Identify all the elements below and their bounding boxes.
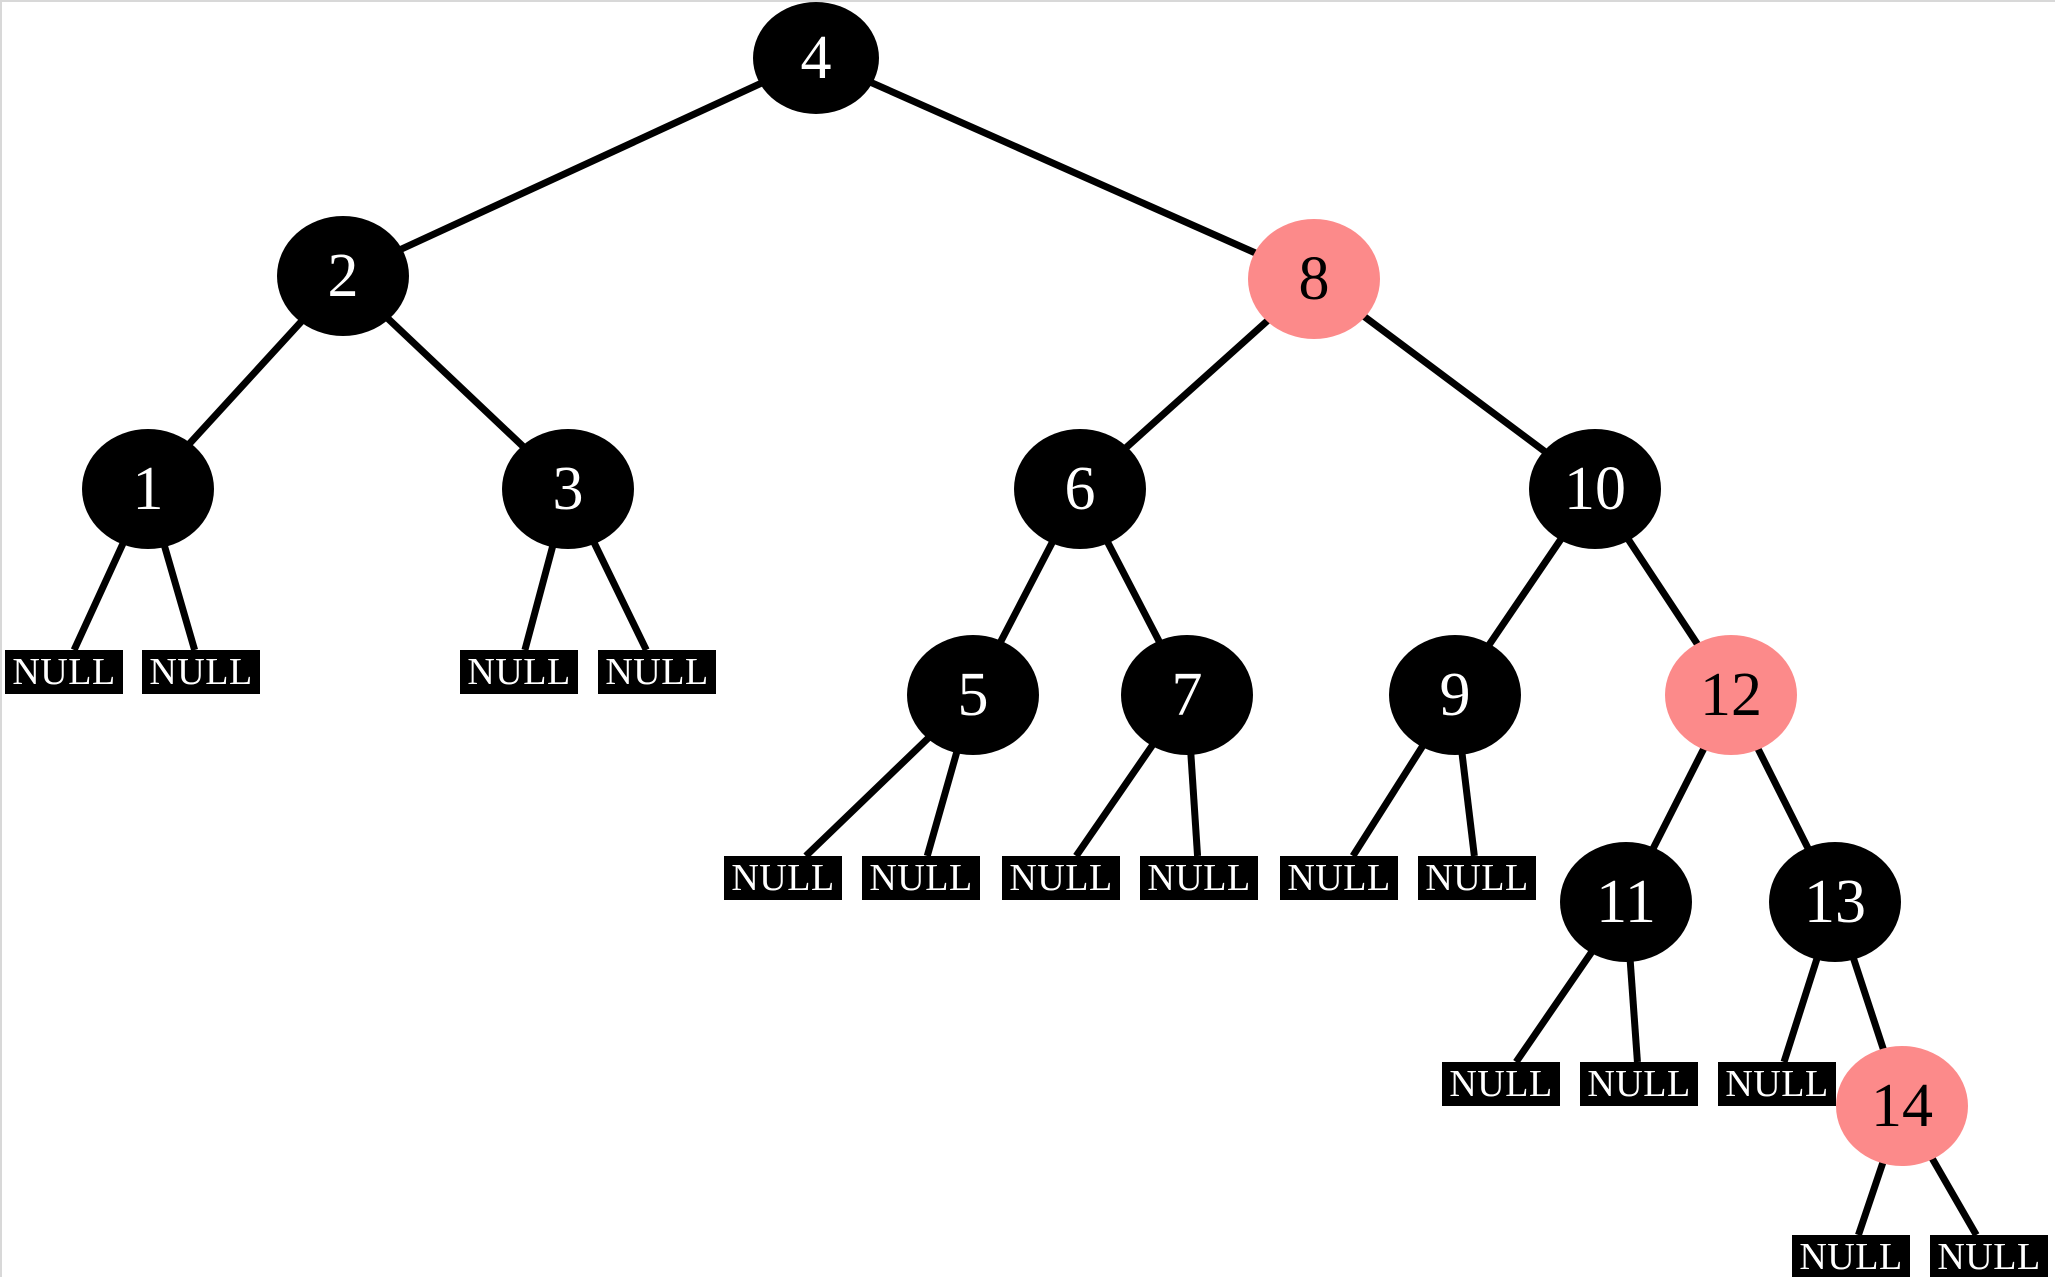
null-leaf-label: NULL [1287, 857, 1391, 899]
node-label: 8 [1298, 245, 1330, 313]
null-leaf-label: NULL [1587, 1063, 1691, 1105]
tree-edge [1187, 751, 1202, 857]
tree-edge [521, 542, 557, 651]
tree-node-5[interactable]: 5 [907, 635, 1039, 755]
tree-edge [185, 316, 306, 449]
null-leaf: NULL [862, 856, 980, 900]
tree-edge [1753, 744, 1813, 853]
null-leaf: NULL [598, 650, 716, 694]
tree-edge [1073, 740, 1157, 858]
tree-edge [1648, 744, 1709, 853]
null-leaf: NULL [1442, 1062, 1560, 1106]
tree-edge [867, 78, 1260, 258]
null-leaf-label: NULL [1009, 857, 1113, 899]
tree-node-9[interactable]: 9 [1389, 635, 1521, 755]
tree-node-1[interactable]: 1 [82, 429, 214, 549]
node-label: 1 [132, 455, 164, 523]
tree-node-12[interactable]: 12 [1665, 635, 1797, 755]
null-leaf: NULL [1140, 856, 1258, 900]
null-leaf: NULL [5, 650, 123, 694]
tree-edge [803, 733, 933, 859]
node-label: 4 [800, 24, 832, 92]
tree-node-10[interactable]: 10 [1529, 429, 1661, 549]
tree-edge [1780, 955, 1822, 1064]
tree-node-13[interactable]: 13 [1769, 842, 1901, 962]
null-leaf: NULL [1792, 1235, 1910, 1277]
null-leaf: NULL [1718, 1062, 1836, 1106]
tree-node-6[interactable]: 6 [1014, 429, 1146, 549]
tree-edge [396, 79, 765, 254]
null-leaf-label: NULL [149, 651, 253, 693]
null-leaf-label: NULL [1799, 1236, 1903, 1277]
tree-node-7[interactable]: 7 [1121, 635, 1253, 755]
tree-edge [1624, 535, 1702, 649]
tree-node-8[interactable]: 8 [1248, 219, 1380, 339]
null-leaf: NULL [460, 650, 578, 694]
tree-edge [1349, 741, 1427, 858]
tree-edge [1849, 954, 1888, 1054]
tree-edge [1626, 958, 1641, 1063]
tree-edge [1484, 535, 1566, 649]
null-leaf: NULL [1418, 856, 1536, 900]
null-leaf-label: NULL [1147, 857, 1251, 899]
null-leaf-label: NULL [12, 651, 116, 693]
node-label: 10 [1564, 455, 1626, 523]
tree-node-4[interactable]: 4 [753, 2, 879, 114]
tree-edge [1103, 538, 1164, 646]
null-leaf: NULL [724, 856, 842, 900]
node-label: 5 [957, 661, 989, 729]
node-label: 7 [1171, 661, 1203, 729]
tree-edge [1121, 316, 1273, 452]
node-label: 6 [1064, 455, 1096, 523]
tree-edge [160, 542, 198, 651]
null-leaf-label: NULL [731, 857, 835, 899]
null-leaf-label: NULL [605, 651, 709, 693]
tree-edge [589, 539, 650, 652]
null-leaf-label: NULL [869, 857, 973, 899]
tree-edge [70, 539, 128, 652]
null-leaf-label: NULL [1725, 1063, 1829, 1105]
tree-node-14[interactable]: 14 [1836, 1046, 1968, 1166]
tree-edge [383, 314, 528, 451]
null-leaf: NULL [1930, 1235, 2048, 1277]
node-label: 11 [1596, 868, 1656, 936]
null-leaf: NULL [1280, 856, 1398, 900]
null-leaf: NULL [1002, 856, 1120, 900]
null-leaf-label: NULL [467, 651, 571, 693]
tree-node-11[interactable]: 11 [1560, 842, 1692, 962]
tree-edge [1513, 947, 1597, 1064]
null-leaf-label: NULL [1937, 1236, 2041, 1277]
tree-node-3[interactable]: 3 [502, 429, 634, 549]
tree-edge [996, 538, 1057, 646]
node-label: 14 [1871, 1072, 1933, 1140]
null-leaf-label: NULL [1425, 857, 1529, 899]
node-label: 2 [327, 242, 359, 310]
tree-edge [1927, 1154, 1980, 1237]
node-label: 12 [1700, 661, 1762, 729]
node-label: 3 [552, 455, 584, 523]
null-leaf-label: NULL [1449, 1063, 1553, 1105]
tree-node-2[interactable]: 2 [277, 216, 409, 336]
tree-edge [1359, 312, 1550, 456]
tree-edge [1458, 750, 1478, 857]
node-label: 13 [1804, 868, 1866, 936]
node-label: 9 [1439, 661, 1471, 729]
tree-edge [923, 748, 961, 857]
null-leaf: NULL [142, 650, 260, 694]
tree-edge [1855, 1158, 1888, 1237]
null-leaf: NULL [1580, 1062, 1698, 1106]
